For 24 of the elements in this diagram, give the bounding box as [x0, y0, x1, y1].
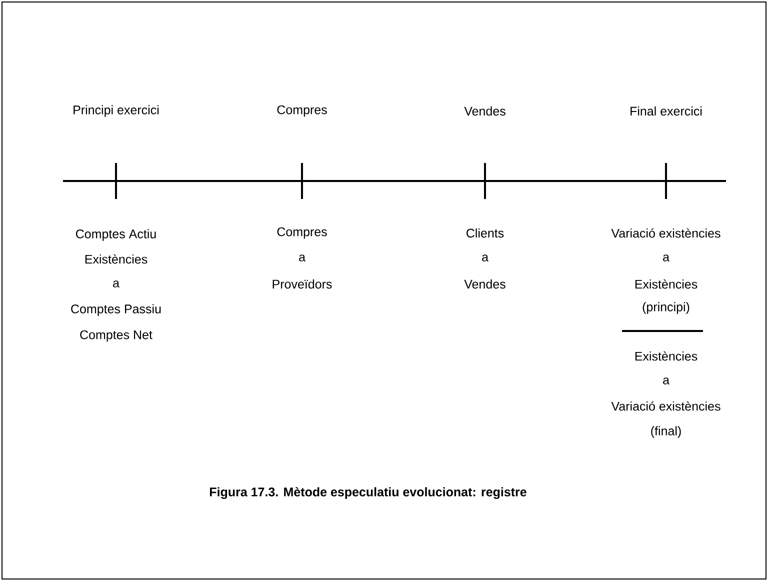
entry-text: Comptes Actiu: [76, 229, 156, 241]
entry-text: Variació existències: [611, 228, 720, 238]
entry-text: Comptes Net: [80, 330, 152, 342]
entry-text: a: [663, 254, 670, 262]
entry-text: Existències: [635, 351, 698, 361]
column-heading: Compres: [277, 105, 327, 117]
entry-text: Existències: [85, 254, 148, 264]
entry-text: (principi): [642, 302, 690, 314]
entry-text: Proveïdors: [272, 279, 332, 289]
entry-text: Vendes: [464, 279, 506, 289]
entry-text: a: [299, 254, 306, 262]
entry-text: Compres: [277, 227, 327, 239]
entry-text: (final): [651, 426, 681, 438]
entry-text: a: [663, 378, 670, 384]
caption: Figura 17.3. Mètode especulatiu evolucionat: registre: [210, 487, 526, 499]
entry-text: a: [113, 280, 120, 288]
entry-text: Clients: [466, 228, 504, 238]
column-heading: Vendes: [464, 106, 506, 116]
entry-text: Existències: [635, 279, 698, 289]
column-heading: Final exercici: [630, 106, 702, 116]
entry-text: Comptes Passiu: [71, 304, 161, 316]
column-heading: Principi exercici: [74, 105, 159, 117]
entry-text: Variació existències: [611, 401, 720, 411]
entry-text: a: [482, 254, 488, 262]
